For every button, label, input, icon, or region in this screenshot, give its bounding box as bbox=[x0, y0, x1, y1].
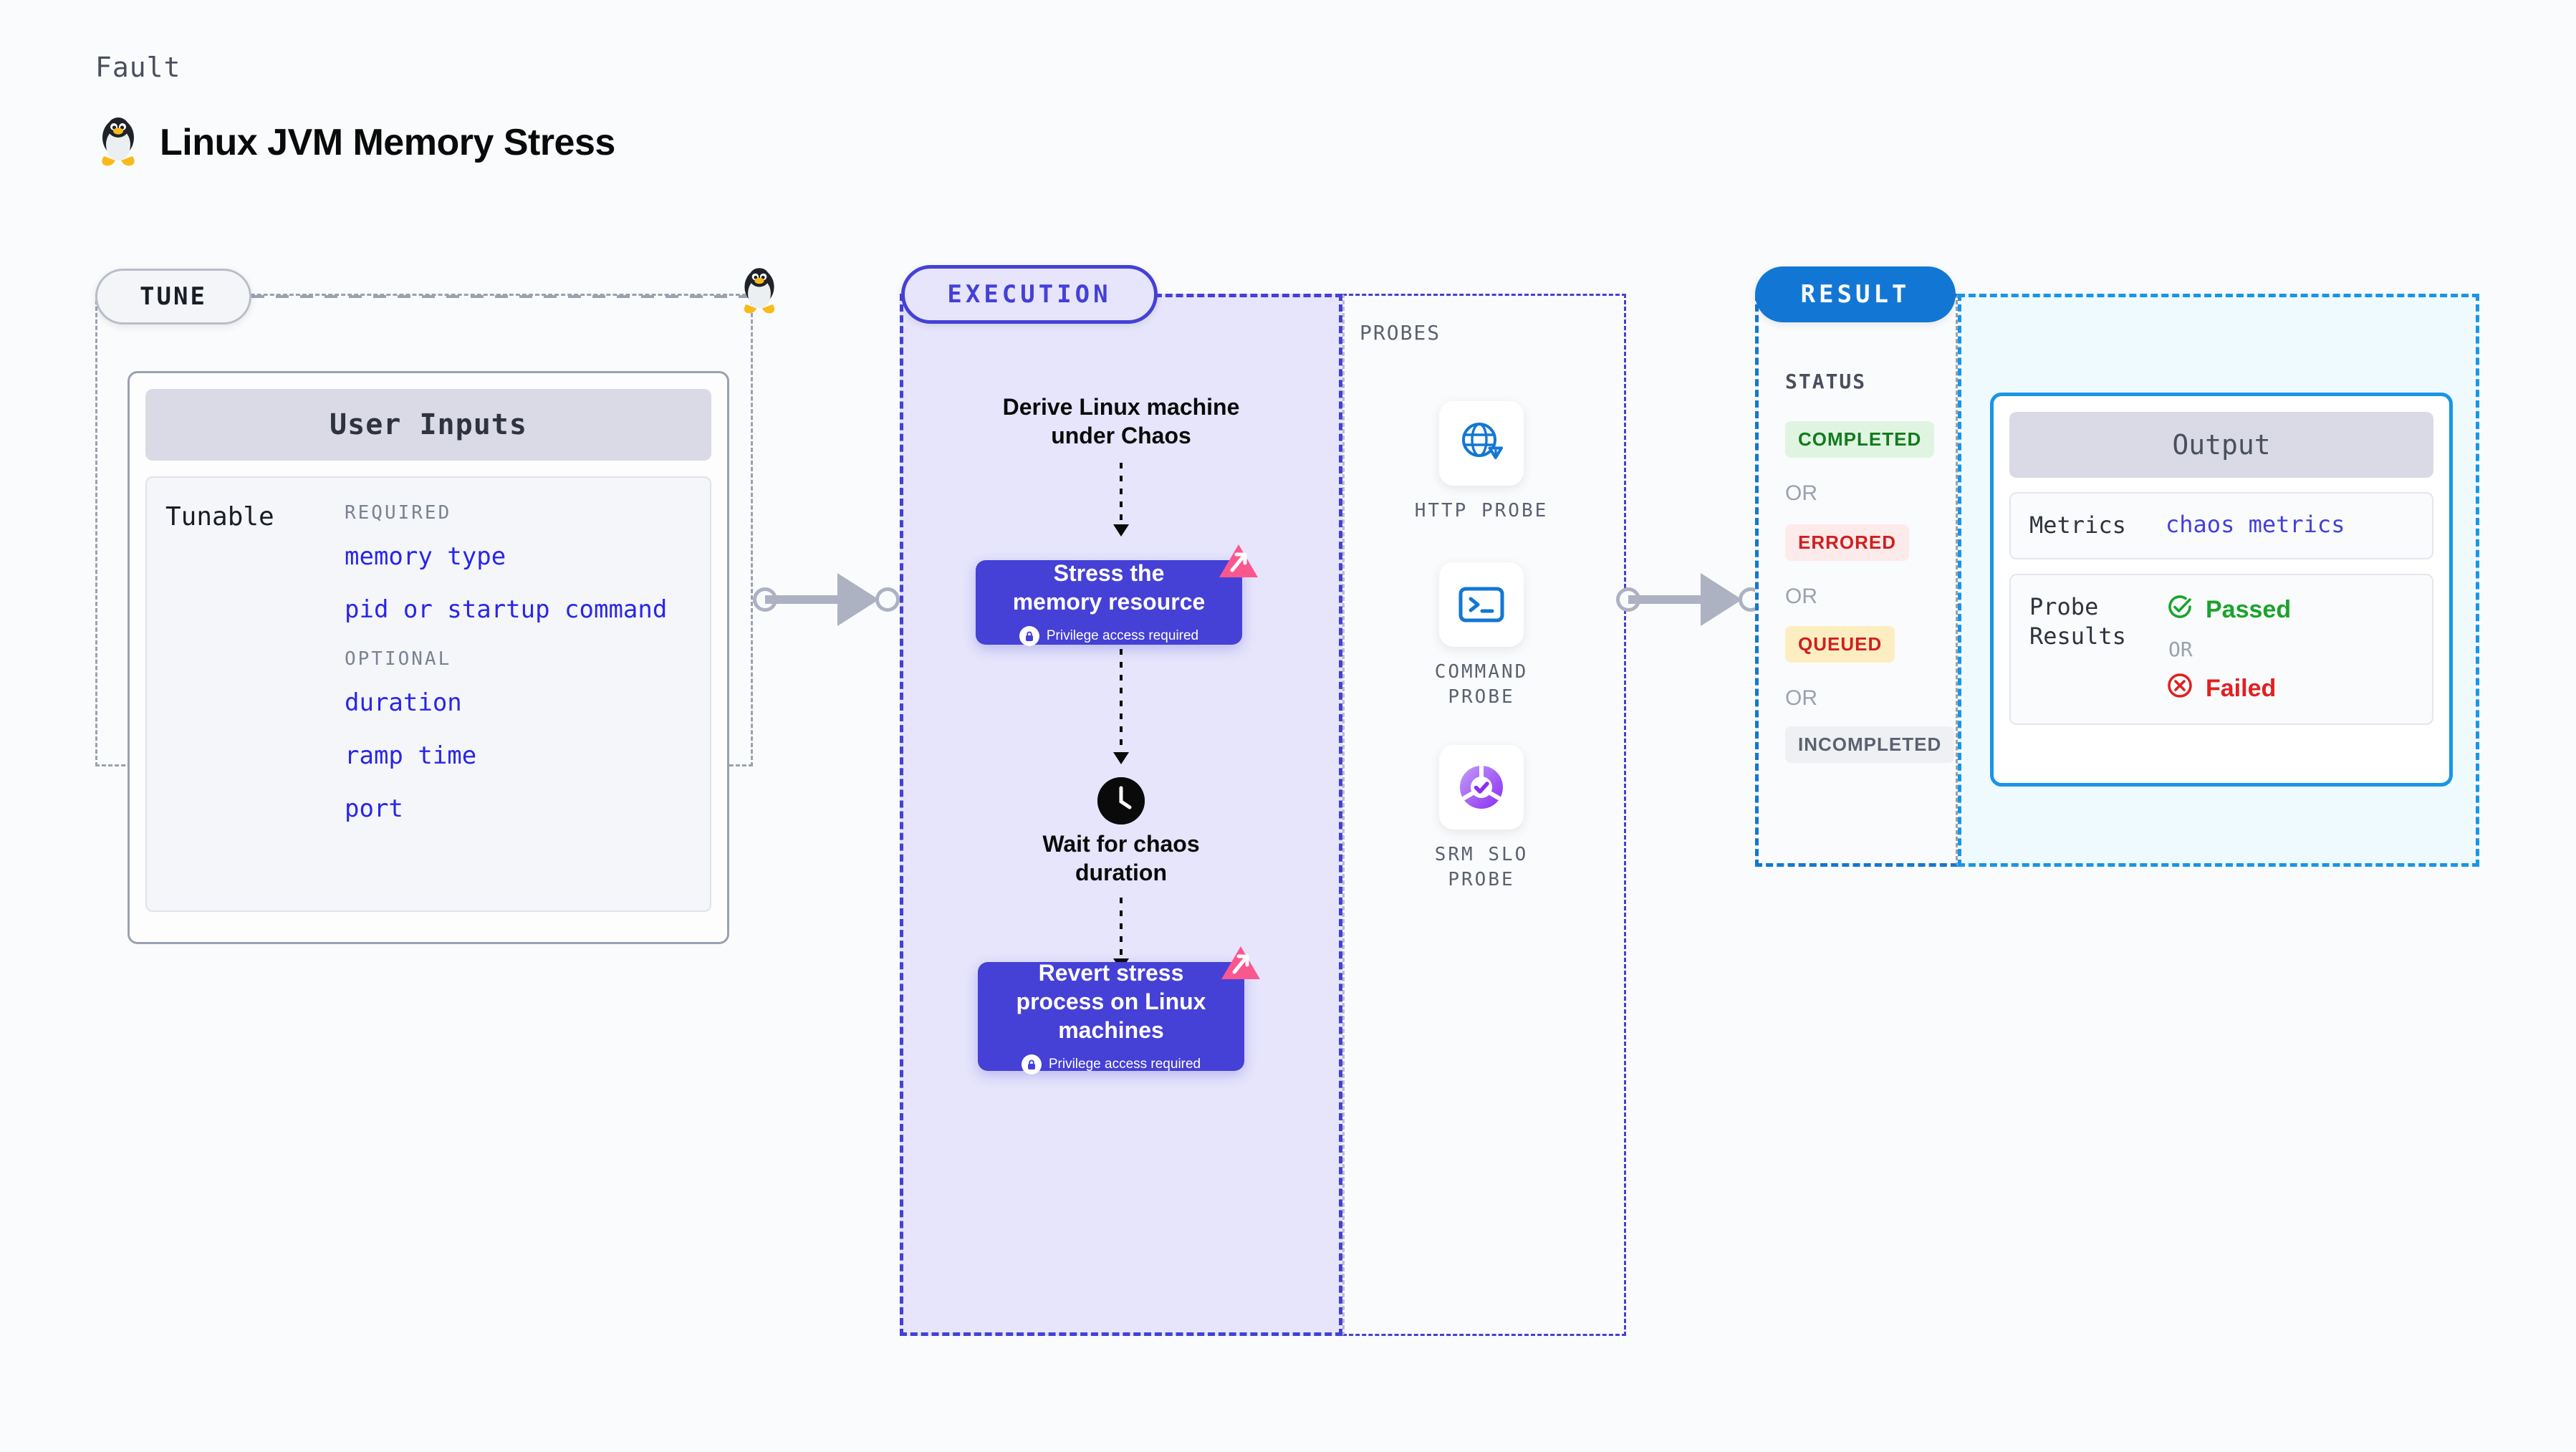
execution-node-revert-stress[interactable]: Revert stress process on Linux machines … bbox=[978, 946, 1260, 1074]
flow-arrow-2 bbox=[1120, 649, 1123, 754]
check-circle-icon bbox=[2166, 592, 2194, 628]
status-badge-queued: QUEUED bbox=[1785, 626, 1895, 663]
status-or-1: OR bbox=[1785, 481, 1817, 505]
connector-end-dot bbox=[875, 587, 900, 612]
output-probe-results-row: Probe Results Passed OR bbox=[2009, 573, 2433, 725]
param-duration[interactable]: duration bbox=[345, 688, 462, 717]
user-inputs-title: User Inputs bbox=[145, 389, 711, 461]
probe-srm-slo[interactable]: SRM SLO PROBE bbox=[1410, 745, 1553, 893]
probe-command[interactable]: COMMAND PROBE bbox=[1410, 562, 1553, 710]
lock-icon bbox=[1019, 626, 1039, 646]
connector-line bbox=[765, 595, 858, 604]
param-ramp-time[interactable]: ramp time bbox=[345, 741, 477, 770]
failed-label: Failed bbox=[2206, 674, 2277, 702]
status-badge-completed: COMPLETED bbox=[1785, 421, 1935, 458]
terminal-icon bbox=[1439, 562, 1524, 647]
probe-result-failed: Failed bbox=[2166, 671, 2413, 706]
node-title: Stress the memory resource bbox=[1012, 560, 1206, 615]
result-status-panel bbox=[1755, 294, 1958, 867]
status-section-title: STATUS bbox=[1785, 370, 1867, 393]
stage-badge-tune[interactable]: TUNE bbox=[95, 269, 251, 324]
tune-leader-line bbox=[251, 295, 753, 298]
slo-donut-check-icon bbox=[1439, 745, 1524, 830]
connector-arrowhead bbox=[1701, 573, 1742, 626]
probe-label: HTTP PROBE bbox=[1414, 500, 1549, 521]
tunable-section: Tunable REQUIRED memory type pid or star… bbox=[145, 476, 711, 912]
probe-http[interactable]: HTTP PROBE bbox=[1410, 401, 1553, 524]
harness-ribbon-icon bbox=[1216, 542, 1261, 590]
page-title-row: Linux JVM Memory Stress bbox=[95, 116, 615, 169]
passed-label: Passed bbox=[2206, 595, 2292, 623]
node-subtext-row: Privilege access required bbox=[1021, 1054, 1201, 1074]
execution-step-wait-duration: Wait for chaos duration bbox=[1042, 831, 1200, 885]
connector-line bbox=[1628, 595, 1721, 604]
x-circle-icon bbox=[2166, 671, 2194, 706]
flow-arrow-1 bbox=[1120, 463, 1123, 526]
tunable-label: Tunable bbox=[165, 502, 274, 532]
param-memory-type[interactable]: memory type bbox=[345, 542, 506, 571]
probe-label: SRM SLO PROBE bbox=[1434, 844, 1529, 891]
execution-step-derive-machine: Derive Linux machine under Chaos bbox=[1002, 394, 1240, 448]
status-badge-errored: ERRORED bbox=[1785, 524, 1910, 561]
lock-icon bbox=[1021, 1054, 1042, 1074]
status-or-3: OR bbox=[1785, 686, 1817, 710]
output-card-title: Output bbox=[2009, 412, 2433, 478]
probe-results-key: Probe Results bbox=[2029, 592, 2126, 650]
flow-arrow-2-head bbox=[1113, 752, 1129, 764]
optional-group-label: OPTIONAL bbox=[345, 648, 452, 670]
output-metrics-row: Metrics chaos metrics bbox=[2009, 492, 2433, 559]
user-inputs-card: User Inputs Tunable REQUIRED memory type… bbox=[128, 371, 729, 944]
page-title: Linux JVM Memory Stress bbox=[160, 122, 615, 163]
connector-arrowhead bbox=[837, 573, 879, 626]
clock-icon bbox=[1097, 777, 1145, 824]
flow-arrow-1-head bbox=[1113, 524, 1129, 537]
connector-tune-to-execution bbox=[753, 566, 900, 630]
page-kicker: Fault bbox=[95, 52, 181, 83]
flow-arrow-3 bbox=[1120, 898, 1123, 961]
globe-warning-icon bbox=[1439, 401, 1524, 486]
connector-execution-to-result bbox=[1616, 566, 1763, 630]
node-subtext-row: Privilege access required bbox=[1019, 626, 1198, 646]
stage-badge-result[interactable]: RESULT bbox=[1755, 266, 1956, 322]
stage-badge-execution[interactable]: EXECUTION bbox=[901, 265, 1158, 324]
metrics-key: Metrics bbox=[2029, 511, 2126, 539]
node-subtext: Privilege access required bbox=[1046, 628, 1199, 643]
probe-result-passed: Passed bbox=[2166, 592, 2413, 628]
param-pid-or-startup-command[interactable]: pid or startup command bbox=[345, 595, 668, 624]
harness-ribbon-icon bbox=[1219, 943, 1263, 991]
required-group-label: REQUIRED bbox=[345, 502, 452, 524]
status-badge-incompleted: INCOMPLETED bbox=[1785, 726, 1955, 763]
status-or-2: OR bbox=[1785, 585, 1817, 608]
execution-node-stress-memory[interactable]: Stress the memory resource Privilege acc… bbox=[976, 544, 1258, 646]
tux-penguin-icon bbox=[95, 116, 141, 169]
probe-label: COMMAND PROBE bbox=[1434, 661, 1529, 708]
output-card: Output Metrics chaos metrics Probe Resul… bbox=[1990, 393, 2453, 787]
probe-result-or: OR bbox=[2168, 637, 2193, 661]
param-port[interactable]: port bbox=[345, 794, 403, 823]
probes-section-title: PROBES bbox=[1360, 321, 1441, 345]
metrics-value[interactable]: chaos metrics bbox=[2166, 511, 2345, 538]
node-title: Revert stress process on Linux machines bbox=[1016, 960, 1206, 1043]
node-subtext: Privilege access required bbox=[1048, 1057, 1201, 1072]
tux-penguin-marker-icon bbox=[738, 266, 781, 320]
